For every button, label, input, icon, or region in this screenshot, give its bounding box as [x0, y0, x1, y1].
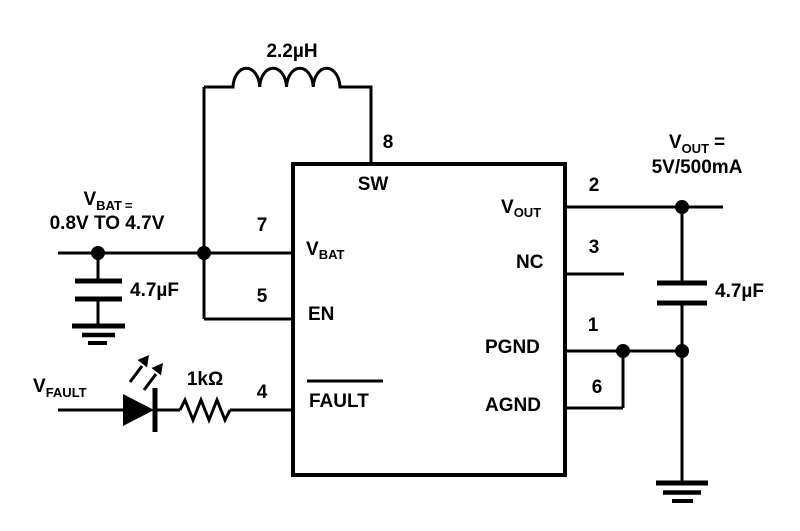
- ic-pin-label-en: EN: [308, 304, 334, 325]
- pin-number-agnd: 6: [592, 377, 603, 398]
- vfault-source-label: VFAULT: [33, 376, 87, 400]
- inductor-value-label: 2.2µH: [266, 41, 317, 62]
- vbat-source-label: VBAT=: [83, 189, 132, 213]
- junction-dot: [675, 344, 689, 358]
- input-capacitor-value-label: 4.7µF: [130, 280, 179, 301]
- inductor-symbol: [204, 66, 373, 164]
- input-capacitor-symbol: [75, 278, 122, 302]
- pin-number-sw: 8: [383, 132, 394, 153]
- ic-body: [291, 162, 567, 477]
- junction-dot: [616, 344, 630, 358]
- ic-pin-label-pgnd: PGND: [485, 337, 540, 358]
- vbat-range-label: 0.8V TO 4.7V: [50, 213, 165, 234]
- resistor-symbol: [178, 395, 232, 425]
- pin-number-fault: 4: [257, 382, 268, 403]
- ic-pin-label-fault: FAULT: [309, 391, 369, 412]
- vout-source-label: VOUT=: [669, 132, 725, 156]
- ic-pin-label-nc: NC: [516, 252, 544, 273]
- pin-number-vout: 2: [589, 175, 600, 196]
- output-capacitor-value-label: 4.7µF: [715, 281, 764, 302]
- pin-number-en: 5: [257, 286, 268, 307]
- output-capacitor-symbol: [657, 280, 707, 306]
- junction-dot: [675, 200, 689, 214]
- vout-rating-label: 5V/500mA: [652, 157, 743, 178]
- resistor-value-label: 1kΩ: [187, 369, 223, 390]
- ic-pin-label-vbat: VBAT: [306, 239, 344, 262]
- pin-number-pgnd: 1: [588, 315, 599, 336]
- pin-number-nc: 3: [589, 237, 600, 258]
- ic-pin-label-vout: VOUT: [501, 197, 541, 220]
- junction-dot: [197, 246, 211, 260]
- ic-pin-label-sw: SW: [358, 174, 389, 195]
- led-light-arrows-icon: [128, 355, 163, 391]
- junction-dot: [91, 246, 105, 260]
- input-ground-symbol: [72, 323, 125, 345]
- ic-pin-label-agnd: AGND: [485, 395, 541, 416]
- output-ground-symbol: [656, 480, 708, 503]
- led-symbol: [123, 355, 163, 432]
- pin-number-vbat: 7: [257, 215, 268, 236]
